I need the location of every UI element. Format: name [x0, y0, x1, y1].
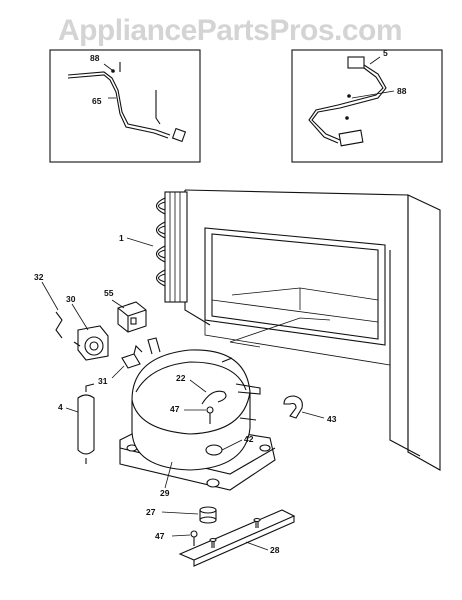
compressor — [119, 337, 276, 491]
inset-left-wiring — [49, 49, 201, 163]
site-watermark: AppliancePartsPros.com — [57, 14, 403, 47]
callout-55: 55 — [104, 288, 114, 298]
clamp — [283, 395, 325, 419]
mounting-grommet — [161, 506, 217, 524]
callout-32: 32 — [34, 272, 44, 282]
callout-1: 1 — [119, 233, 124, 243]
grommet — [221, 439, 243, 451]
callout-31: 31 — [98, 376, 108, 386]
mounting-rail — [178, 509, 296, 567]
screw-upper — [184, 406, 214, 424]
callout-4: 4 — [58, 402, 63, 412]
terminal-bracket — [111, 344, 143, 379]
inset-right-frame — [291, 49, 443, 163]
ground-wire — [189, 379, 227, 405]
callout-22: 22 — [176, 373, 186, 383]
wire-clip — [41, 281, 63, 339]
callout-88-inset-left: 88 — [90, 53, 100, 63]
screw-lower — [171, 530, 198, 546]
callout-30: 30 — [66, 294, 76, 304]
overload-protector — [111, 299, 147, 333]
callout-47-lower: 47 — [155, 531, 165, 541]
callout-88-inset-right: 88 — [397, 86, 407, 96]
callout-28: 28 — [270, 545, 280, 555]
inset-left-frame — [49, 49, 201, 163]
callout-27: 27 — [146, 507, 156, 517]
inset-right-wiring — [291, 49, 443, 163]
condenser-coil — [126, 191, 188, 303]
filter-drier — [65, 383, 95, 464]
callout-42: 42 — [244, 434, 254, 444]
callout-29: 29 — [160, 488, 170, 498]
callout-5: 5 — [383, 48, 388, 58]
callout-47-upper: 47 — [170, 404, 180, 414]
cabinet — [184, 189, 441, 471]
relay — [71, 303, 109, 361]
callout-43: 43 — [327, 414, 337, 424]
callout-65: 65 — [92, 96, 102, 106]
